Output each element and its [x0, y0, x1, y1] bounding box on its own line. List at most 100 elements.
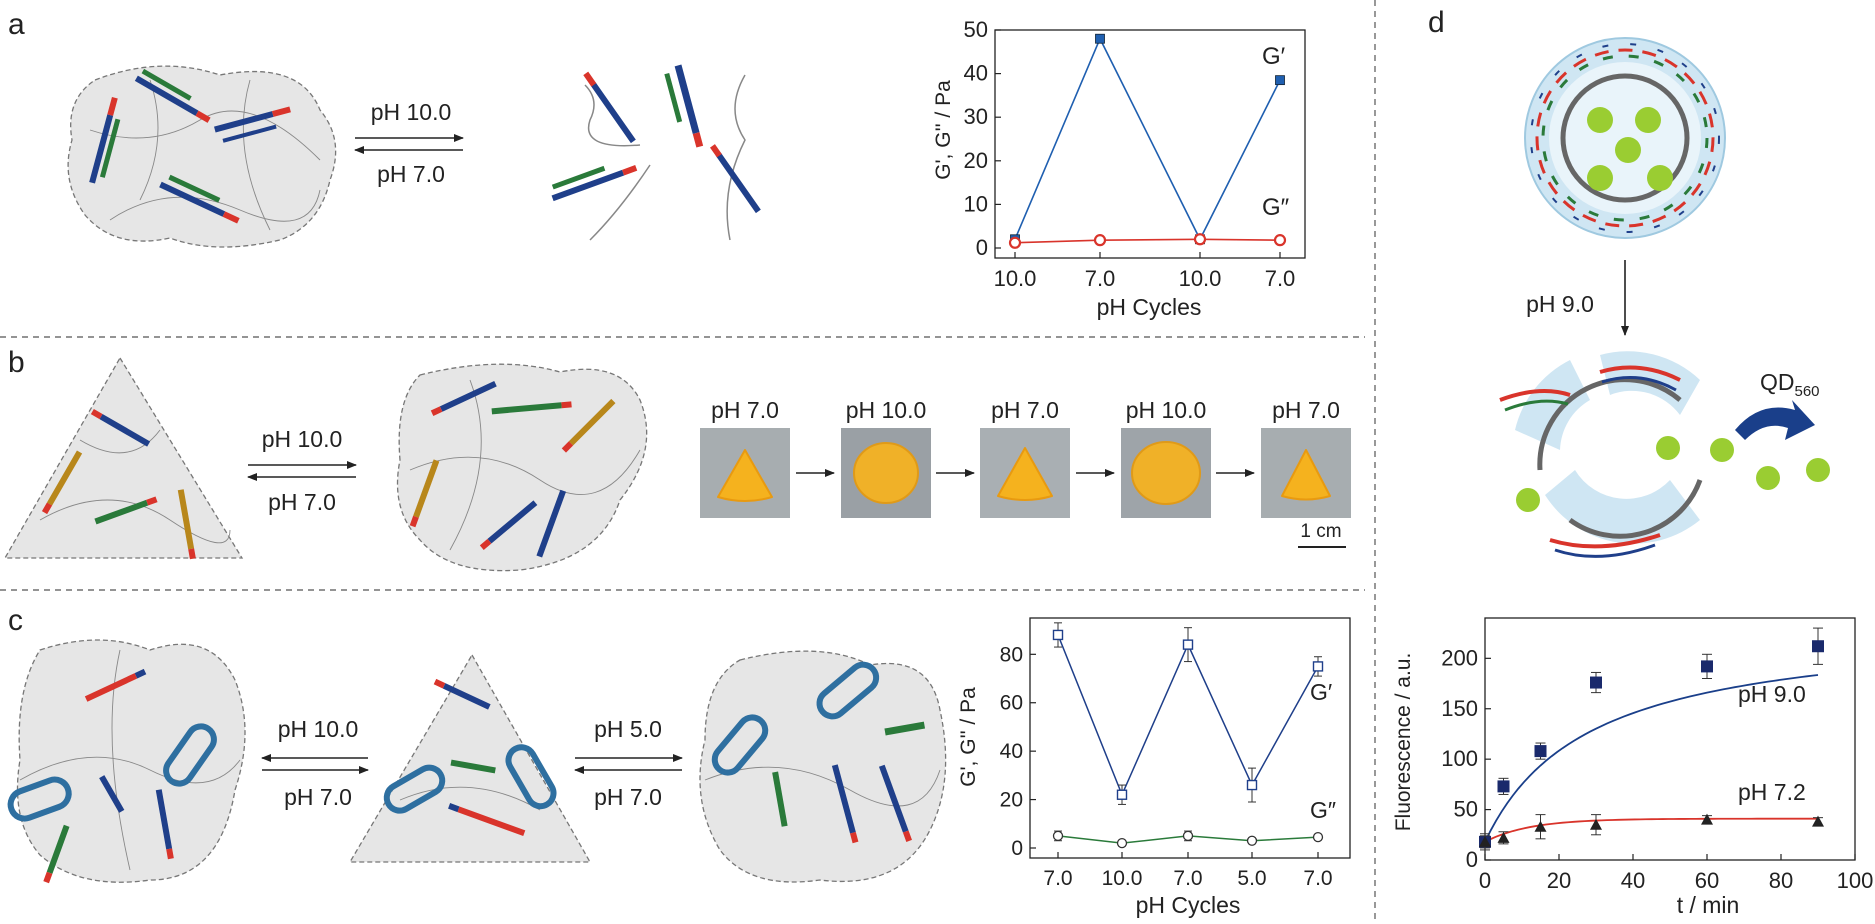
panel-b-triangle-gel: [3, 356, 244, 560]
photo-label: pH 10.0: [846, 397, 927, 423]
data-point: [1701, 660, 1713, 673]
x-tick-label: 10.0: [1102, 867, 1143, 890]
x-tick-label: 5.0: [1237, 867, 1266, 890]
panel-d-ruptured-capsule: [1499, 351, 1830, 558]
y-tick-label: 80: [1000, 643, 1023, 666]
panel-c-middle-triangle-gel: [348, 653, 592, 863]
data-point: [1273, 234, 1287, 247]
plot-frame: [994, 29, 1306, 259]
panel-c-right-forward-label: pH 5.0: [594, 716, 662, 742]
y-tick-label: 20: [1000, 789, 1023, 812]
series-label: pH 7.2: [1738, 779, 1806, 805]
x-tick-label: 100: [1837, 868, 1874, 893]
data-point: [1275, 75, 1285, 86]
panel-a-backward-label: pH 7.0: [377, 161, 445, 187]
plot-frame: [1484, 617, 1856, 861]
panel-label-b: b: [8, 346, 25, 379]
x-tick-label: 10.0: [1179, 266, 1222, 291]
chart-d-ylabel: Fluorescence / a.u.: [1392, 653, 1415, 832]
panel-a-dissociated-strands: [551, 64, 761, 241]
panel-b-forward-label: pH 10.0: [262, 426, 343, 452]
x-tick-label: 80: [1769, 868, 1793, 893]
panel-d-release-label: QD560: [1760, 369, 1820, 400]
photo-gel-triangle: [980, 428, 1070, 518]
data-point: [1052, 830, 1064, 842]
series-label: G′: [1262, 43, 1286, 70]
panel-a-equilibrium-arrows: [354, 134, 464, 154]
x-tick-label: 7.0: [1085, 266, 1116, 291]
panel-a-gel-network: [67, 65, 337, 248]
data-point: [1246, 779, 1258, 791]
data-point: [1095, 33, 1105, 44]
y-tick-label: 50: [1454, 797, 1478, 822]
series-label: pH 9.0: [1738, 681, 1806, 707]
y-tick-label: 50: [964, 17, 988, 42]
data-point: [1701, 813, 1713, 825]
panel-c-right-gel: [699, 650, 947, 883]
data-point: [1590, 818, 1602, 830]
chart-c-ylabel: G', G'' / Pa: [957, 687, 980, 787]
data-point: [1497, 780, 1510, 793]
photo-label: pH 7.0: [1272, 397, 1340, 423]
x-tick-label: 60: [1695, 868, 1719, 893]
panel-c-right-backward-label: pH 7.0: [594, 784, 662, 810]
chart-d-xlabel: t / min: [1677, 892, 1740, 918]
panel-b-backward-label: pH 7.0: [268, 489, 336, 515]
chart-d: t / min Fluorescence / a.u. 050100150200…: [1392, 617, 1874, 918]
x-tick-label: 40: [1621, 868, 1645, 893]
y-tick-label: 0: [1011, 837, 1023, 860]
photo-gel-triangle: [1261, 428, 1351, 518]
panel-b-equilibrium-arrows: [247, 461, 357, 481]
panel-label-c: c: [8, 604, 23, 637]
panel-c-left-gel: [7, 639, 246, 884]
data-point: [1590, 676, 1602, 689]
data-point: [1116, 838, 1128, 849]
data-point: [1312, 661, 1324, 672]
panel-label-a: a: [8, 8, 25, 41]
x-tick-label: 7.0: [1173, 867, 1202, 890]
data-point: [1312, 831, 1324, 843]
data-point: [1182, 639, 1194, 650]
y-tick-label: 40: [964, 61, 988, 86]
data-point: [1052, 629, 1064, 641]
panel-a-forward-label: pH 10.0: [371, 99, 452, 125]
photo-label: pH 7.0: [711, 397, 779, 423]
photo-gel-swollen: [1121, 428, 1211, 518]
panel-d-trigger-label: pH 9.0: [1526, 291, 1594, 317]
panel-d-capsule: [1524, 37, 1726, 239]
panel-b-photo-sequence: pH 7.0 pH 10.0 pH 7.0 pH 10.0 pH 7.0 1 c: [700, 397, 1351, 548]
data-point: [1246, 835, 1258, 846]
data-point: [1116, 789, 1128, 800]
series-line: [1014, 36, 1281, 242]
x-tick-label: 7.0: [1043, 867, 1072, 890]
series-line: [1014, 238, 1281, 244]
data-point: [1182, 830, 1194, 842]
y-tick-label: 200: [1441, 645, 1478, 670]
photo-label: pH 10.0: [1126, 397, 1207, 423]
data-point: [1093, 234, 1107, 247]
panel-c-left-backward-label: pH 7.0: [284, 784, 352, 810]
x-tick-label: 0: [1479, 868, 1491, 893]
x-tick-label: 20: [1547, 868, 1571, 893]
data-point: [1479, 835, 1491, 847]
plot-frame: [1029, 617, 1351, 859]
panel-b-swollen-gel: [396, 363, 648, 572]
panel-c-left-forward-label: pH 10.0: [278, 716, 359, 742]
y-tick-label: 60: [1000, 692, 1023, 715]
panel-c-right-arrows: [574, 754, 683, 774]
photo-label: pH 7.0: [991, 397, 1059, 423]
data-point: [1534, 820, 1547, 832]
chart-a-ylabel: G', G'' / Pa: [932, 80, 955, 180]
data-point: [1812, 815, 1824, 827]
fit-curve: [1484, 817, 1819, 843]
series-label: G″: [1310, 797, 1336, 823]
y-tick-label: 10: [964, 191, 988, 216]
x-tick-label: 7.0: [1265, 266, 1296, 291]
photo-gel-triangle: [700, 428, 790, 518]
data-point: [1812, 640, 1824, 653]
data-point: [1193, 233, 1207, 246]
y-tick-label: 0: [976, 235, 988, 260]
